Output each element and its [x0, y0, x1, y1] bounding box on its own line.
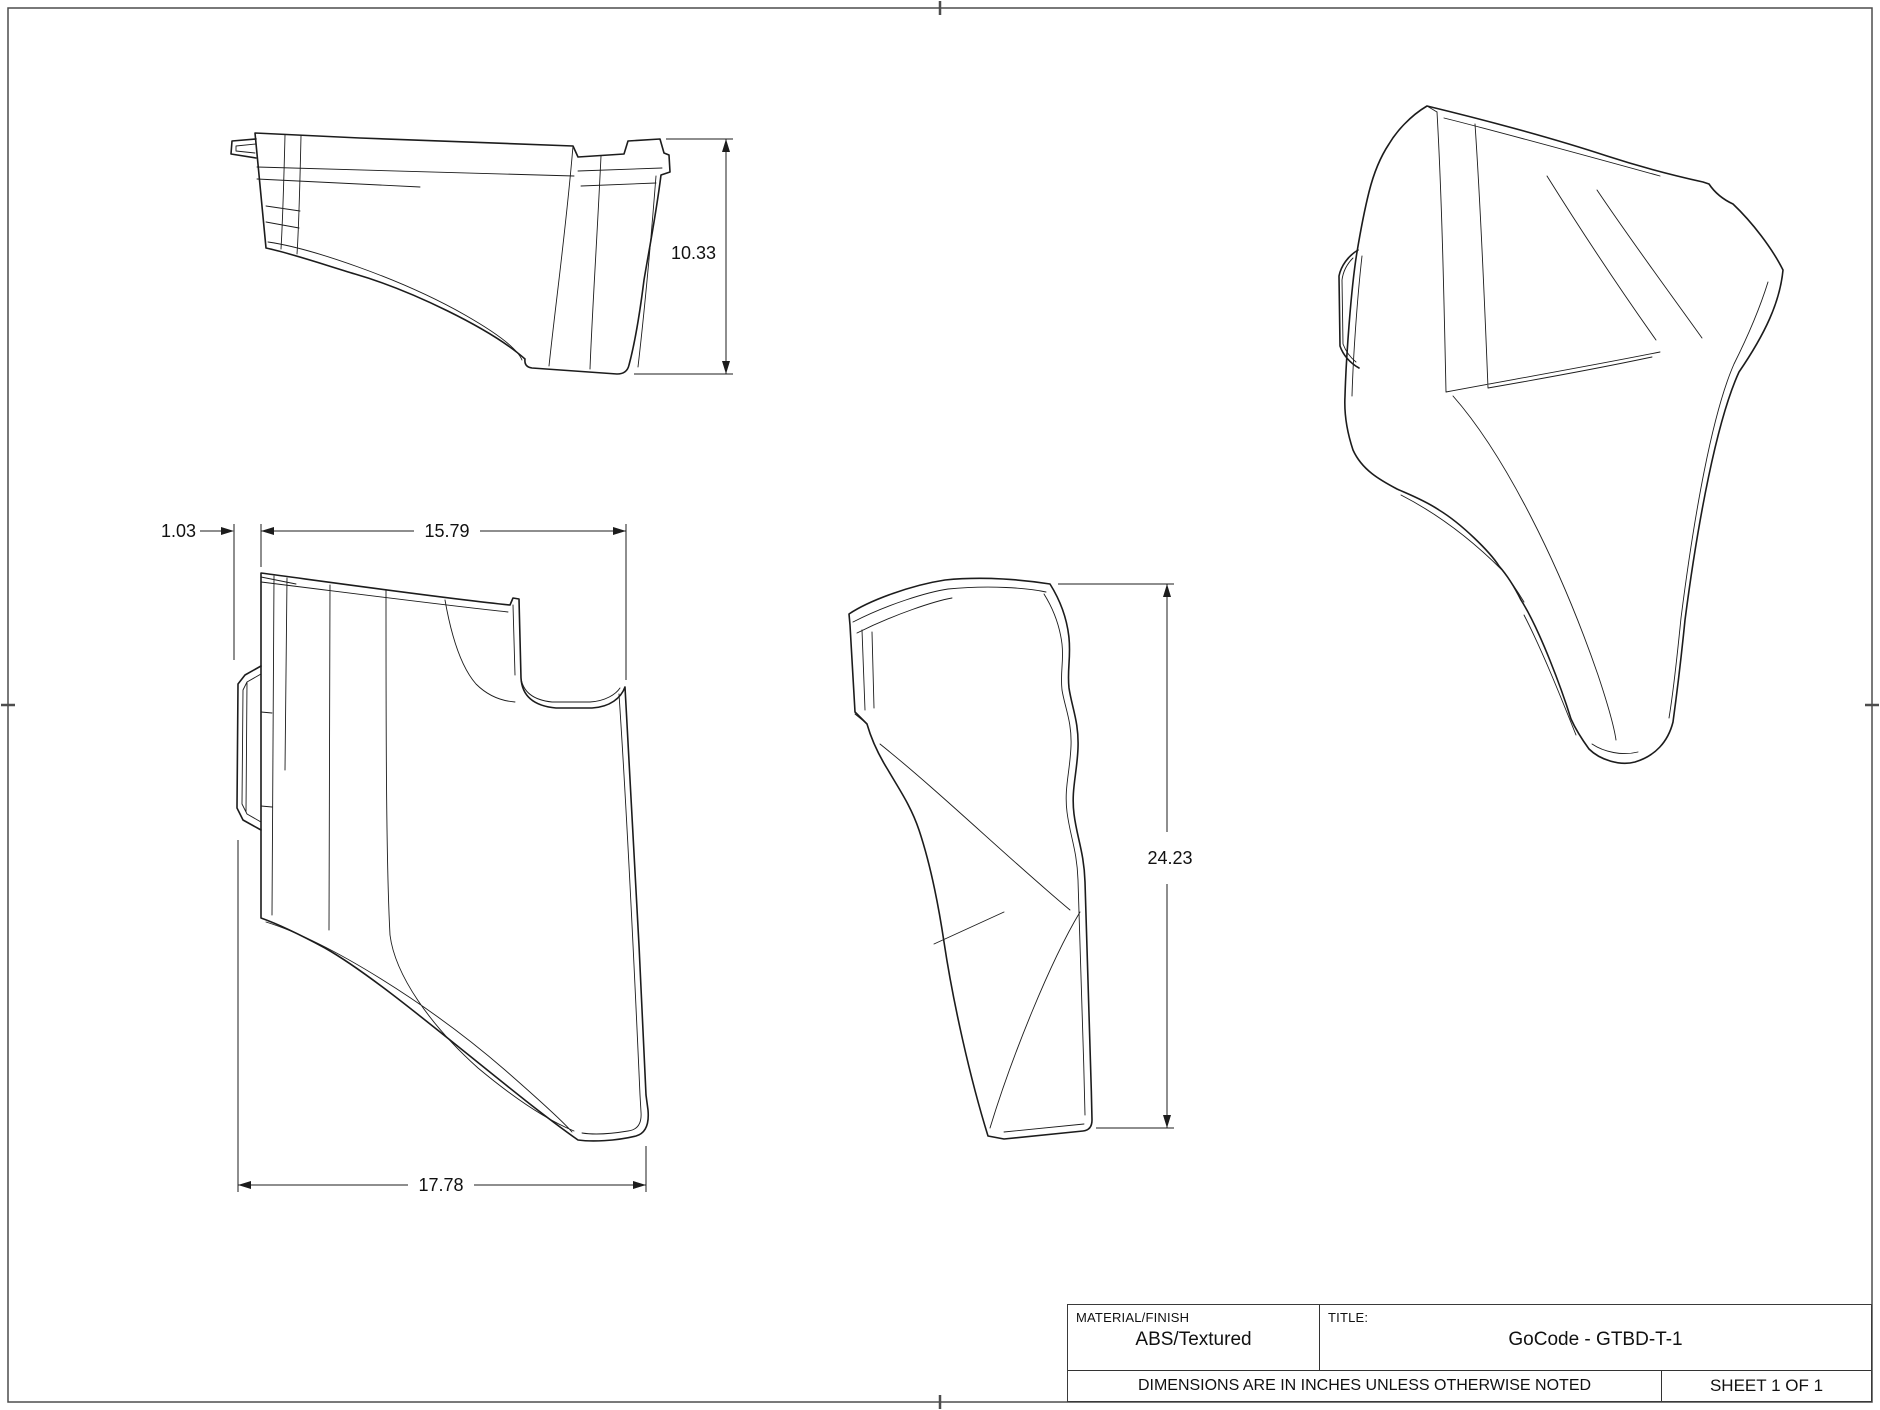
isometric-view-clip-tab-detail	[1341, 257, 1357, 363]
side-view	[848, 577, 1093, 1140]
front-view-clip-tab-detail	[241, 673, 262, 823]
dim-label-bottom-width: 17.78	[418, 1175, 463, 1195]
top-view-flange-lines	[256, 166, 663, 188]
sheet-number: SHEET 1 OF 1	[1709, 1376, 1824, 1395]
dimension-lines-17-78	[237, 840, 647, 1192]
isometric-view-ridge-lines	[1351, 111, 1661, 397]
side-view-wall-line	[1043, 593, 1086, 1116]
isometric-view-panel-lines	[1426, 105, 1703, 341]
dim-label-top-width: 15.79	[424, 521, 469, 541]
dimension-front-top-width: 15.79	[261, 521, 627, 680]
dimension-lines-1-03	[200, 524, 262, 660]
top-view-clip-tab	[230, 138, 257, 159]
top-view-outline	[254, 132, 671, 375]
sheet-border	[7, 7, 1873, 1403]
dimension-lines-10-33	[634, 138, 733, 375]
top-view-column-lines	[548, 145, 657, 370]
dim-label-tab-offset: 1.03	[161, 521, 196, 541]
front-view-clip-tab	[236, 665, 262, 831]
title-value: GoCode - GTBD-T-1	[1508, 1329, 1683, 1350]
title-block-top-row: MATERIAL/FINISH ABS/Textured TITLE: GoCo…	[1068, 1305, 1871, 1371]
isometric-view-sweep-lines	[1400, 281, 1769, 755]
title-block: MATERIAL/FINISH ABS/Textured TITLE: GoCo…	[1067, 1304, 1872, 1402]
title-block-bottom-row: DIMENSIONS ARE IN INCHES UNLESS OTHERWIS…	[1068, 1371, 1871, 1401]
title-label: TITLE:	[1328, 1310, 1369, 1325]
top-view-clip-tab-detail	[235, 143, 257, 154]
front-view-contour-lines	[265, 589, 575, 1133]
top-view	[230, 132, 671, 375]
material-value: ABS/Textured	[1135, 1329, 1252, 1350]
front-view-left-lines	[260, 575, 509, 931]
dimension-front-bottom-width: 17.78	[237, 840, 647, 1195]
top-view-surface-lines	[265, 134, 523, 361]
dimension-front-tab-offset: 1.03	[161, 521, 262, 660]
side-view-outline	[848, 577, 1093, 1140]
front-view	[236, 572, 650, 1142]
dimension-side-height: 24.23	[1058, 583, 1193, 1129]
dim-label-top-view-height: 10.33	[671, 243, 716, 263]
isometric-view-outline	[1344, 105, 1784, 765]
isometric-view	[1338, 105, 1784, 765]
front-view-outline	[260, 572, 650, 1142]
isometric-view-clip-tab	[1338, 249, 1360, 369]
side-view-top-lines	[852, 586, 1047, 724]
side-view-crease-lines	[879, 743, 1085, 1133]
dimension-lines-24-23	[1058, 583, 1174, 1129]
dimension-arrow-1-03	[221, 527, 234, 535]
material-label: MATERIAL/FINISH	[1076, 1310, 1190, 1325]
front-view-channel-lines	[444, 599, 642, 1135]
dim-label-overall-height: 24.23	[1147, 848, 1192, 868]
dimension-lines-15-79	[261, 524, 627, 680]
material-cell: MATERIAL/FINISH ABS/Textured	[1068, 1305, 1320, 1370]
title-cell: TITLE: GoCode - GTBD-T-1	[1320, 1305, 1871, 1370]
dimension-top-view-height: 10.33	[634, 138, 733, 375]
units-note: DIMENSIONS ARE IN INCHES UNLESS OTHERWIS…	[1068, 1371, 1662, 1401]
